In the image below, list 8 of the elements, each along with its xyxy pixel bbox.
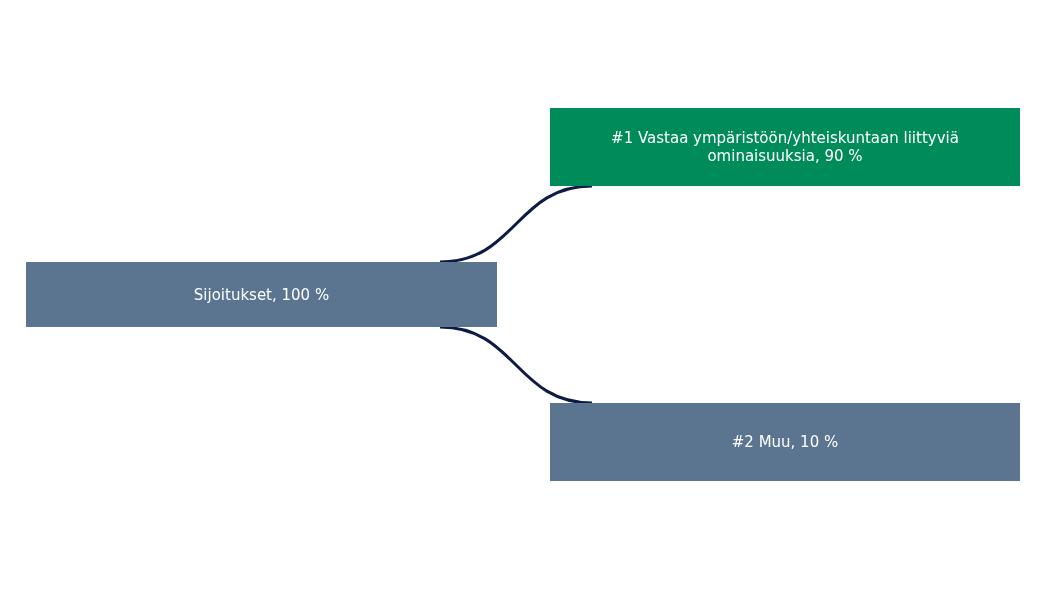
box-label: #1 Vastaa ympäristöön/yhteiskuntaan liittyviä ominaisuuksia, 90 % [610,129,960,165]
category-box [26,262,497,327]
connector-line [439,184,593,264]
connector-line [439,325,593,405]
box-label: Sijoitukset, 100 % [193,285,330,304]
category-box [550,108,1020,186]
box-label: #2 Muu, 10 % [731,433,839,451]
category-box [550,403,1020,481]
